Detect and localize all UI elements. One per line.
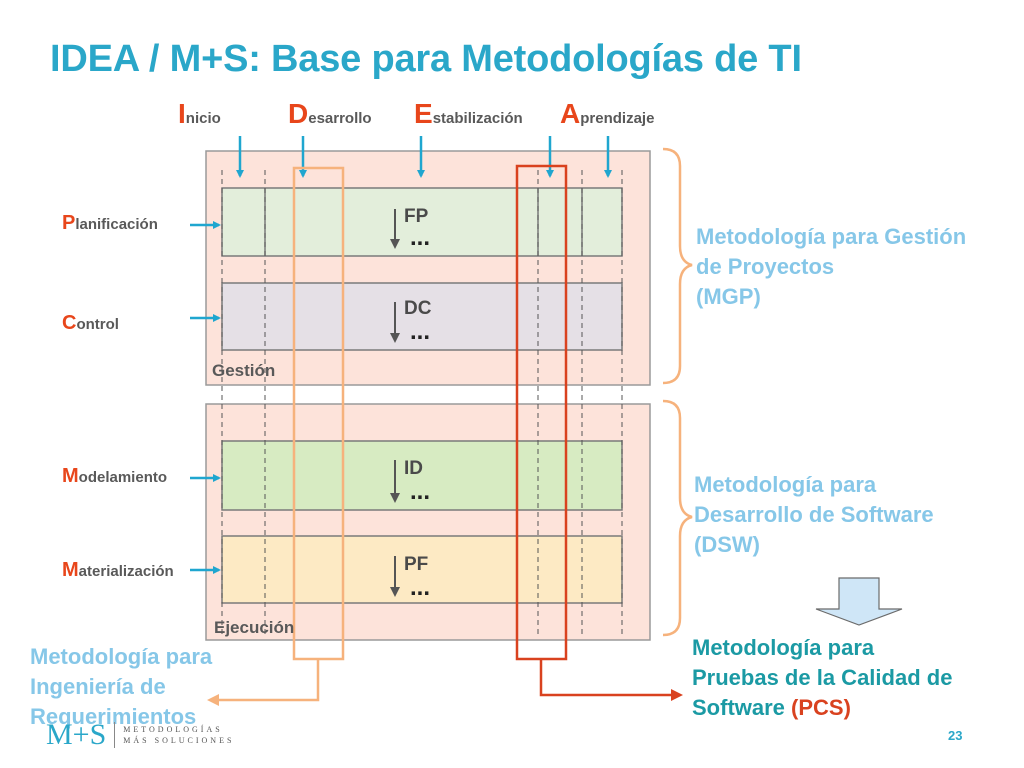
dc-more: ... [410, 318, 431, 345]
logo-text: METODOLOGÍAS MÁS SOLUCIONES [123, 724, 234, 746]
phase-label-desarrollo: Desarrollo [288, 98, 372, 130]
pcs-connector [539, 659, 683, 701]
row-initial: M [62, 465, 79, 487]
dsw-line: (DSW) [694, 532, 760, 557]
pcs-software: Software [692, 695, 792, 720]
dc-box [221, 282, 623, 351]
mgp-text: Metodología para Gestión de Proyectos (M… [696, 222, 966, 312]
row-label-modelamiento: Modelamiento [62, 465, 167, 488]
logo-divider [114, 722, 116, 748]
pf-label: PF [404, 554, 429, 575]
id-box [221, 440, 623, 511]
mgp-line: de Proyectos [696, 254, 835, 279]
mgp-line: Metodología para Gestión [696, 224, 967, 249]
pf-more: ... [410, 574, 431, 601]
row-initial: C [62, 312, 77, 334]
row-rest: odelamiento [78, 469, 168, 486]
phase-rest: esarrollo [308, 110, 372, 127]
pcs-line: Metodología para [692, 635, 875, 660]
slide-title: IDEA / M+S: Base para Metodologías de TI [50, 38, 802, 80]
logo-mark: M+S [46, 718, 107, 751]
row-rest: ontrol [76, 316, 119, 333]
logo: M+S METODOLOGÍAS MÁS SOLUCIONES [46, 718, 234, 752]
ejecucion-label: Ejecución [214, 618, 295, 637]
pcs-text: Metodología para Pruebas de la Calidad d… [692, 633, 952, 723]
phase-rest: nicio [185, 110, 221, 127]
gestion-label: Gestión [212, 361, 276, 380]
pcs-abbr: (PCS) [791, 695, 851, 720]
id-more: ... [410, 478, 431, 505]
row-label-control: Control [62, 312, 119, 335]
pcs-line: Pruebas de la Calidad de [692, 665, 953, 690]
row-rest: aterialización [78, 563, 174, 580]
down-block-arrow [815, 577, 903, 626]
phase-rest: prendizaje [580, 110, 655, 127]
ir-text: Metodología para Ingeniería de Requerimi… [30, 642, 212, 732]
fp-more: ... [410, 224, 431, 251]
page-number: 23 [948, 728, 963, 743]
logo-line-2: MÁS SOLUCIONES [123, 736, 235, 745]
mgp-line: (MGP) [696, 284, 761, 309]
phase-initial: D [288, 98, 309, 129]
ir-line: Requerimientos [30, 704, 197, 729]
dsw-line: Metodología para [694, 472, 877, 497]
phase-initial: E [414, 98, 433, 129]
phase-label-inicio: Inicio [178, 98, 221, 130]
id-label: ID [404, 458, 423, 479]
dsw-text: Metodología para Desarrollo de Software … [694, 470, 934, 560]
row-initial: P [62, 212, 76, 234]
pcs-line: Software (PCS) [692, 693, 952, 723]
ejecucion-panel [205, 403, 651, 641]
requerimientos-connector [207, 659, 320, 706]
row-label-materializacion: Materialización [62, 559, 174, 582]
phase-label-estabilizacion: Estabilización [414, 98, 523, 130]
mgp-brace [662, 147, 693, 385]
dsw-line: Desarrollo de Software [694, 502, 934, 527]
phase-label-aprendizaje: Aprendizaje [560, 98, 654, 130]
ir-line: Metodología para [30, 644, 213, 669]
dsw-brace [662, 399, 693, 637]
dc-label: DC [404, 298, 432, 319]
fp-label: FP [404, 206, 429, 227]
phase-initial: A [560, 98, 581, 129]
pf-box [221, 535, 623, 604]
fp-box [221, 187, 623, 257]
row-rest: lanificación [75, 216, 158, 233]
row-initial: M [62, 559, 79, 581]
phase-initial: I [178, 98, 186, 129]
logo-line-1: METODOLOGÍAS [123, 725, 223, 734]
ir-line: Ingeniería de [30, 674, 166, 699]
row-label-planificacion: Planificación [62, 212, 158, 235]
phase-rest: stabilización [432, 110, 523, 127]
